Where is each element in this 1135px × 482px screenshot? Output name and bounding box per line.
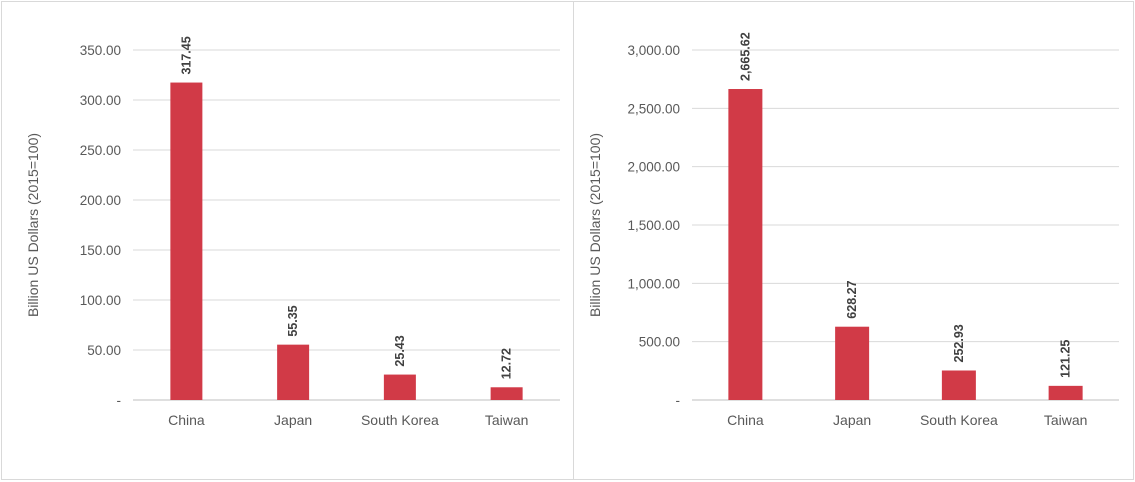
- bar-value-label: 252.93: [952, 324, 966, 362]
- bar-value-label: 628.27: [845, 280, 859, 318]
- y-tick-label: -: [117, 393, 122, 408]
- bar: [835, 326, 870, 400]
- y-tick-label: 250.00: [80, 143, 121, 158]
- bar: [490, 387, 523, 400]
- bar: [277, 344, 310, 400]
- category-label: Taiwan: [485, 412, 529, 428]
- bar: [941, 370, 976, 400]
- y-tick-label: 3,000.00: [627, 43, 680, 58]
- y-axis-label: Billion US Dollars (2015=100): [587, 133, 603, 317]
- y-axis-label: Billion US Dollars (2015=100): [25, 133, 41, 317]
- bar-value-label: 25.43: [393, 335, 407, 366]
- y-tick-label: 500.00: [639, 335, 680, 350]
- category-label: Japan: [274, 412, 312, 428]
- y-tick-label: 1,000.00: [627, 276, 680, 291]
- y-tick-label: 200.00: [80, 193, 121, 208]
- y-tick-label: 2,500.00: [627, 101, 680, 116]
- bar: [383, 374, 416, 400]
- bar: [1048, 385, 1083, 400]
- y-tick-label: 350.00: [80, 43, 121, 58]
- bar-chart-right: - 500.00 1,000.00 1,500.00 2,000.00 2,500.00 3…: [587, 32, 1119, 428]
- bar-value-label: 317.45: [179, 36, 193, 74]
- y-tick-label: 1,500.00: [627, 218, 680, 233]
- y-tick-label: 300.00: [80, 93, 121, 108]
- y-tick-label: -: [676, 393, 681, 408]
- bar-chart-left: - 50.00 100.00 150.00 200.00 250.00 300.00 350.…: [25, 36, 560, 428]
- y-tick-label: 2,000.00: [627, 160, 680, 175]
- bar-value-label: 12.72: [500, 348, 514, 379]
- bar: [170, 82, 203, 401]
- y-tick-label: 50.00: [87, 343, 121, 358]
- bar: [728, 89, 763, 401]
- category-label: Taiwan: [1044, 412, 1088, 428]
- chart-panel-right: - 500.00 1,000.00 1,500.00 2,000.00 2,500.00 3…: [573, 1, 1134, 480]
- bar-value-label: 2,665.62: [738, 32, 752, 81]
- y-tick-label: 100.00: [80, 293, 121, 308]
- category-label: South Korea: [920, 412, 998, 428]
- y-tick-label: 150.00: [80, 243, 121, 258]
- category-label: Japan: [833, 412, 871, 428]
- chart-panel-left: - 50.00 100.00 150.00 200.00 250.00 300.00 350.…: [1, 1, 574, 480]
- bar-value-label: 121.25: [1059, 340, 1073, 378]
- category-label: China: [168, 412, 205, 428]
- category-label: South Korea: [361, 412, 439, 428]
- bar-value-label: 55.35: [286, 305, 300, 336]
- category-label: China: [727, 412, 764, 428]
